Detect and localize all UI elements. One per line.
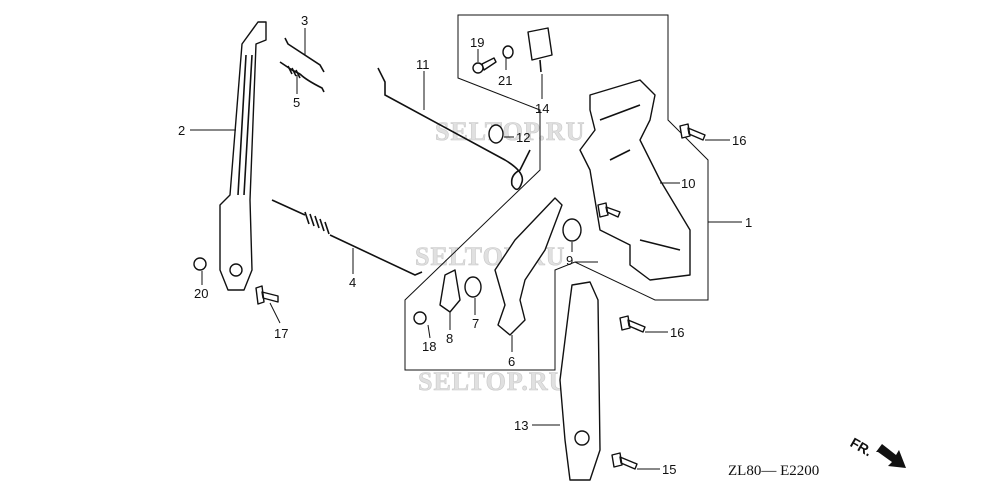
callout-14: 14 — [535, 101, 549, 116]
part-bolt-bracket — [597, 202, 621, 218]
watermark: SELTOP.RU — [418, 367, 568, 396]
part-18-nut — [413, 311, 427, 325]
callout-16-lower: 16 — [670, 325, 684, 340]
callout-20: 20 — [194, 286, 208, 301]
part-16-bolt-upper — [679, 123, 706, 141]
part-21-washer — [502, 45, 514, 59]
diagram-code: ZL80— E2200 — [728, 463, 819, 479]
part-17-bolt — [255, 285, 279, 305]
callout-10: 10 — [681, 176, 695, 191]
part-2-arm — [219, 21, 267, 291]
part-16-bolt-lower — [619, 315, 646, 333]
callout-2: 2 — [178, 123, 185, 138]
callout-3: 3 — [301, 13, 308, 28]
watermark: SELTOP.RU — [435, 117, 585, 146]
part-12-bushing — [488, 124, 504, 144]
part-3-rod — [284, 37, 325, 73]
part-13-lever — [559, 281, 601, 481]
callout-6: 6 — [508, 354, 515, 369]
part-5-spring — [279, 61, 325, 93]
part-10-detail — [599, 104, 681, 251]
assembly-frame-1 — [404, 14, 709, 371]
front-direction-label: FR. — [848, 434, 876, 459]
part-14-lead — [539, 59, 542, 73]
callout-12: 12 — [516, 130, 530, 145]
callout-16-upper: 16 — [732, 133, 746, 148]
front-arrow-icon — [876, 444, 906, 468]
part-14-switch — [527, 27, 553, 61]
part-9-washer — [562, 218, 582, 242]
callout-17: 17 — [274, 326, 288, 341]
callout-5: 5 — [293, 95, 300, 110]
callout-1: 1 — [745, 215, 752, 230]
part-8-lever — [439, 269, 461, 313]
callout-4: 4 — [349, 275, 356, 290]
callout-19: 19 — [470, 35, 484, 50]
part-5-coil — [287, 65, 301, 79]
part-7-washer — [464, 276, 482, 298]
leader-lines — [190, 28, 742, 470]
part-4-rod — [271, 199, 423, 276]
part-2-slot — [237, 54, 253, 196]
callout-11: 11 — [416, 57, 430, 72]
part-13-hole — [574, 430, 590, 446]
callout-18: 18 — [422, 339, 436, 354]
part-15-bolt — [611, 452, 638, 470]
part-4-coil — [304, 211, 330, 235]
callout-21: 21 — [498, 73, 512, 88]
part-10-bracket — [579, 79, 691, 281]
callout-9: 9 — [566, 253, 573, 268]
part-20-nut — [193, 257, 207, 271]
callout-13: 13 — [514, 418, 528, 433]
callout-15: 15 — [662, 462, 676, 477]
part-6-plate — [494, 197, 563, 336]
part-19-bolt-shank — [481, 57, 497, 71]
callout-8: 8 — [446, 331, 453, 346]
part-2-hole — [229, 263, 243, 277]
callout-7: 7 — [472, 316, 479, 331]
part-11-wire — [377, 67, 531, 191]
